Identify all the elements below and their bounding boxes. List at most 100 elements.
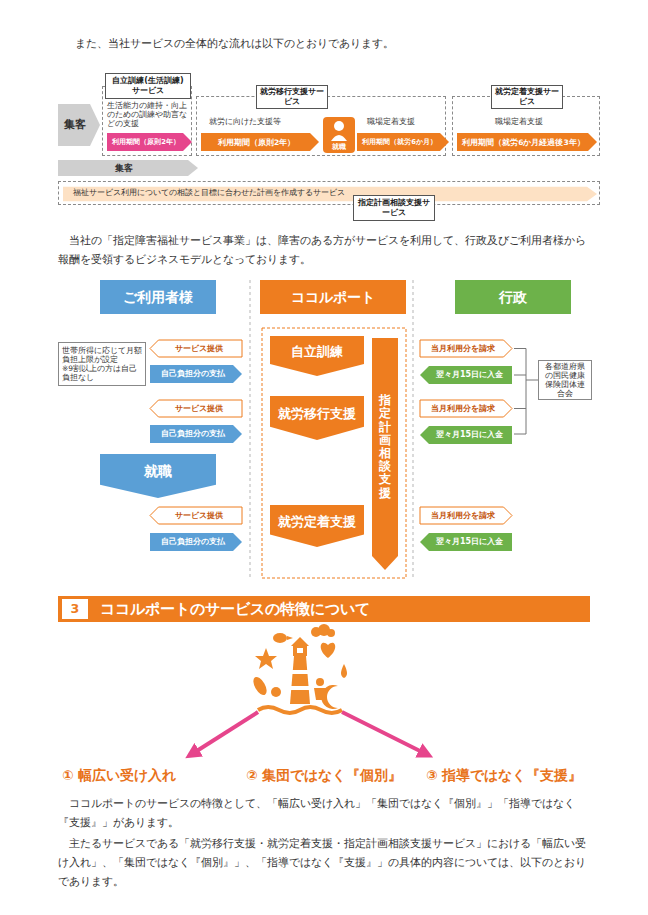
service-header: 指定計画相談支援サービス [353, 195, 435, 221]
node-text: 集客 [115, 163, 133, 174]
shape-fill [420, 507, 512, 524]
node-text: 利用期間（就労6か月） [362, 138, 437, 146]
billing-arrow: 当月利用分を請求 [420, 400, 512, 417]
payment-arrow: 自己負担分の支払 [150, 425, 242, 443]
shape-fill [150, 340, 242, 357]
node-text: 自己負担分の支払 [161, 429, 225, 439]
logo-drop [341, 664, 347, 678]
node-text: 自立訓練 [291, 344, 343, 360]
logo-leaf [251, 675, 270, 697]
shape-fill [107, 133, 192, 151]
node-text: 自立訓練(生活訓練)サービス [109, 76, 187, 95]
node-text: 利用期間（原則2年） [218, 138, 295, 147]
node-text: 3 [71, 601, 80, 616]
logo-figure [316, 678, 324, 686]
shape-fill [150, 365, 242, 383]
node-text: 利用期間（原則2年） [112, 138, 180, 146]
shape-fill [150, 400, 242, 417]
person-head [334, 121, 344, 131]
service-arrow: サービス提供 [150, 507, 242, 524]
service-arrow: サービス提供 [150, 340, 242, 357]
node-text: 各都道府県の国民健康保険団体連合会 [542, 362, 588, 398]
payment-arrow: 自己負担分の支払 [150, 365, 242, 383]
node-text: 指定計画相談支援 [379, 394, 391, 500]
logo-lantern [293, 646, 307, 656]
service-header: 自立訓練(生活訓練)サービス [105, 73, 191, 99]
pointer-arrow [342, 712, 426, 754]
shape-fill [58, 104, 100, 146]
logo-figure [314, 688, 326, 700]
node-text: 就労移行支援サービス [260, 87, 324, 106]
logo-roof [291, 637, 309, 646]
feature-title: ② 集団ではなく『個別』 [246, 767, 422, 783]
service-step: 就労移行支援 [270, 396, 364, 440]
logo-star [255, 648, 277, 669]
billing-arrow: 当月利用分を請求 [420, 507, 512, 524]
column-header: 行政 [455, 280, 571, 314]
feature-title: ① 幅広い受け入れ [62, 767, 242, 783]
body-text: 主たるサービスである「就労移行支援・就労定着支援・指定計画相談支援サービス」にお… [58, 834, 592, 891]
shape-fill [100, 454, 216, 498]
shape-fill [63, 187, 597, 201]
node-text: 就職 [332, 143, 346, 151]
node-text: 当月利用分を請求 [431, 511, 495, 521]
node-text: 就労定着支援 [278, 514, 356, 530]
service-step: 就労定着支援 [270, 505, 364, 547]
logo-stripe [291, 670, 309, 674]
shape-fill [420, 400, 512, 417]
node-text: 職場定着支援 [367, 117, 445, 126]
shape-fill [58, 160, 198, 176]
deposit-arrow: 翌々月15日に入金 [420, 426, 512, 444]
service-panel: 就労に向けた支援等職場定着支援就労移行支援サービス利用期間（原則2年）就職利用期… [196, 96, 446, 156]
logo-tower [290, 656, 310, 704]
node-text: 就労移行支援 [278, 406, 356, 422]
column-header: ご利用者様 [100, 280, 216, 314]
logo [251, 624, 347, 713]
planning-panel: 福祉サービス利用についての相談と目標に合わせた計画を作成するサービス指定計画相談… [58, 181, 600, 205]
person-body [331, 135, 347, 141]
column-divider [250, 280, 251, 580]
note-box: 世帯所得に応じて月額負担上限が設定※9割以上の方は自己負担なし [58, 342, 146, 386]
payment-arrow: 自己負担分の支払 [150, 533, 242, 551]
period-arrow: 利用期間（原則2年） [201, 133, 319, 151]
shape-fill [420, 426, 512, 444]
node-text: ※9割以上の方は自己負担なし [62, 364, 142, 382]
node-text: 職場定着支援 [495, 117, 595, 126]
node-text: 利用期間（就労6か月経過後3年） [462, 138, 584, 147]
service-group-frame [262, 328, 406, 578]
shape-fill [323, 117, 355, 153]
node-text: 当月利用分を請求 [431, 404, 495, 414]
body-text: 当社の「指定障害福祉サービス事業」は、障害のある方がサービスを利用して、行政及び… [58, 231, 592, 269]
logo-flower [271, 687, 281, 697]
node-text: 世帯所得に応じて月額負担上限が設定 [62, 346, 142, 364]
node-text: 翌々月15日に入金 [436, 370, 503, 380]
employment-icon: 就職 [323, 117, 355, 153]
funnel-bar: 集客 [58, 160, 198, 176]
pointer-arrow [192, 712, 258, 754]
shape-fill [150, 425, 242, 443]
employment-step: 就職 [100, 454, 216, 498]
node-text: 生活能力の維持・向上のための訓練や助言などの支援 [107, 101, 189, 129]
node-text: サービス提供 [175, 404, 223, 414]
shape-fill [420, 366, 512, 384]
shape-fill [150, 533, 242, 551]
node-text: 就労定着支援サービス [495, 87, 559, 106]
period-arrow: 利用期間（就労6か月経過後3年） [457, 133, 597, 151]
logo-bird [273, 633, 287, 643]
node-text: 自己負担分の支払 [161, 537, 225, 547]
column-header: ココルポート [260, 280, 406, 314]
section-number: 3 [62, 599, 88, 619]
logo-beak [287, 636, 293, 640]
billing-arrow: 当月利用分を請求 [420, 340, 512, 357]
logo-window [297, 648, 303, 653]
node-text: 行政 [499, 289, 527, 306]
body-text: また、当社サービスの全体的な流れは以下のとおりであります。 [75, 36, 615, 52]
shape-fill [270, 336, 364, 376]
period-arrow: 利用期間（原則2年） [107, 133, 192, 151]
node-text: 集客 [64, 118, 86, 131]
service-header: 就労定着支援サービス [491, 85, 563, 109]
logo-stripe [290, 686, 310, 690]
planning-arrow: 指定計画相談支援 [372, 338, 398, 570]
shape-fill [150, 507, 242, 524]
